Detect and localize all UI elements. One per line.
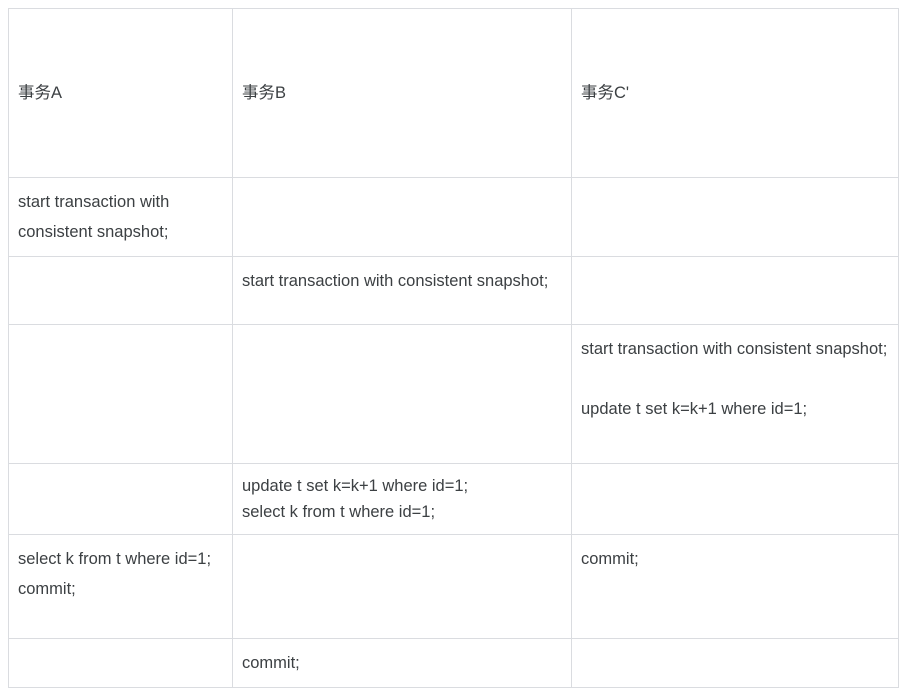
cell-c: start transaction with consistent snapsh… [571,324,899,464]
cell-text: update t set k=k+1 where id=1; select k … [242,477,469,521]
cell-a [8,463,233,535]
cell-a: start transaction with consistent snapsh… [8,177,233,257]
cell-c [571,638,899,688]
cell-b: start transaction with consistent snapsh… [232,256,572,325]
cell-b: commit; [232,638,572,688]
cell-a: select k from t where id=1; commit; [8,534,233,639]
cell-a [8,256,233,325]
table-row: start transaction with consistent snapsh… [8,324,899,464]
transaction-timeline-table: 事务A 事务B 事务C' start transaction with cons… [8,8,899,688]
column-header-label: 事务B [242,84,287,102]
cell-b: update t set k=k+1 where id=1; select k … [232,463,572,535]
cell-b [232,324,572,464]
cell-text: start transaction with consistent snapsh… [581,340,888,418]
cell-a [8,638,233,688]
table-row: commit; [8,638,899,688]
column-header-transaction-a: 事务A [8,8,233,178]
cell-text: start transaction with consistent snapsh… [242,272,549,290]
column-header-transaction-b: 事务B [232,8,572,178]
cell-text: commit; [581,550,639,568]
cell-text: start transaction with consistent snapsh… [18,193,174,241]
cell-text: commit; [242,654,300,672]
table-body: start transaction with consistent snapsh… [8,177,899,688]
table-row: start transaction with consistent snapsh… [8,177,899,257]
table-row: select k from t where id=1; commit; comm… [8,534,899,639]
cell-a [8,324,233,464]
column-header-transaction-c-prime: 事务C' [571,8,899,178]
column-header-label: 事务A [18,84,63,102]
column-header-label: 事务C' [581,84,630,102]
table-header-row: 事务A 事务B 事务C' [8,8,899,178]
table-row: update t set k=k+1 where id=1; select k … [8,463,899,535]
page-container: 事务A 事务B 事务C' start transaction with cons… [8,8,899,688]
cell-b [232,177,572,257]
cell-c [571,463,899,535]
cell-b [232,534,572,639]
cell-text: select k from t where id=1; commit; [18,550,212,598]
cell-c [571,256,899,325]
cell-c [571,177,899,257]
cell-c: commit; [571,534,899,639]
table-header: 事务A 事务B 事务C' [8,8,899,178]
table-row: start transaction with consistent snapsh… [8,256,899,325]
